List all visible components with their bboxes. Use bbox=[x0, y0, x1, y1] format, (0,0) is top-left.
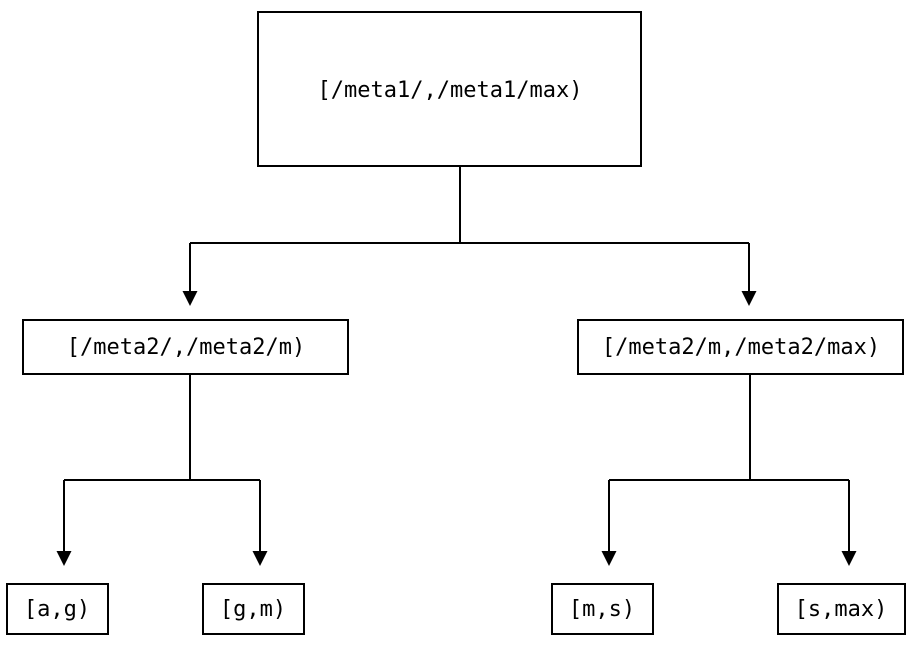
arrowhead-leaf-3 bbox=[601, 551, 617, 566]
arrowhead-mid-left bbox=[182, 291, 198, 306]
node-leaf-4[interactable]: [s,max) bbox=[777, 583, 906, 635]
node-leaf-4-label: [s,max) bbox=[795, 597, 888, 622]
arrowhead-mid-right bbox=[741, 291, 757, 306]
node-leaf-2[interactable]: [g,m) bbox=[202, 583, 305, 635]
arrowhead-leaf-4 bbox=[841, 551, 857, 566]
node-root[interactable]: [/meta1/,/meta1/max) bbox=[257, 11, 642, 167]
node-mid-left[interactable]: [/meta2/,/meta2/m) bbox=[22, 319, 349, 375]
node-leaf-3-label: [m,s) bbox=[569, 597, 635, 622]
node-leaf-3[interactable]: [m,s) bbox=[551, 583, 654, 635]
node-leaf-1[interactable]: [a,g) bbox=[6, 583, 109, 635]
node-mid-right[interactable]: [/meta2/m,/meta2/max) bbox=[577, 319, 904, 375]
arrowhead-leaf-1 bbox=[56, 551, 72, 566]
arrowhead-leaf-2 bbox=[252, 551, 268, 566]
edge-group-root bbox=[182, 166, 757, 306]
node-leaf-1-label: [a,g) bbox=[24, 597, 90, 622]
node-root-label: [/meta1/,/meta1/max) bbox=[318, 78, 583, 103]
node-leaf-2-label: [g,m) bbox=[220, 597, 286, 622]
node-mid-left-box[interactable] bbox=[22, 319, 349, 375]
node-mid-right-label: [/meta2/m,/meta2/max) bbox=[602, 335, 880, 360]
node-root-box[interactable] bbox=[257, 11, 642, 167]
node-mid-right-box[interactable] bbox=[577, 319, 904, 375]
node-leaf-3-box[interactable] bbox=[551, 583, 654, 635]
edge-group-mid-left bbox=[56, 374, 268, 566]
node-leaf-4-box[interactable] bbox=[777, 583, 906, 635]
edge-group-mid-right bbox=[601, 374, 857, 566]
node-leaf-2-box[interactable] bbox=[202, 583, 305, 635]
node-mid-left-label: [/meta2/,/meta2/m) bbox=[67, 335, 305, 360]
node-leaf-1-box[interactable] bbox=[6, 583, 109, 635]
